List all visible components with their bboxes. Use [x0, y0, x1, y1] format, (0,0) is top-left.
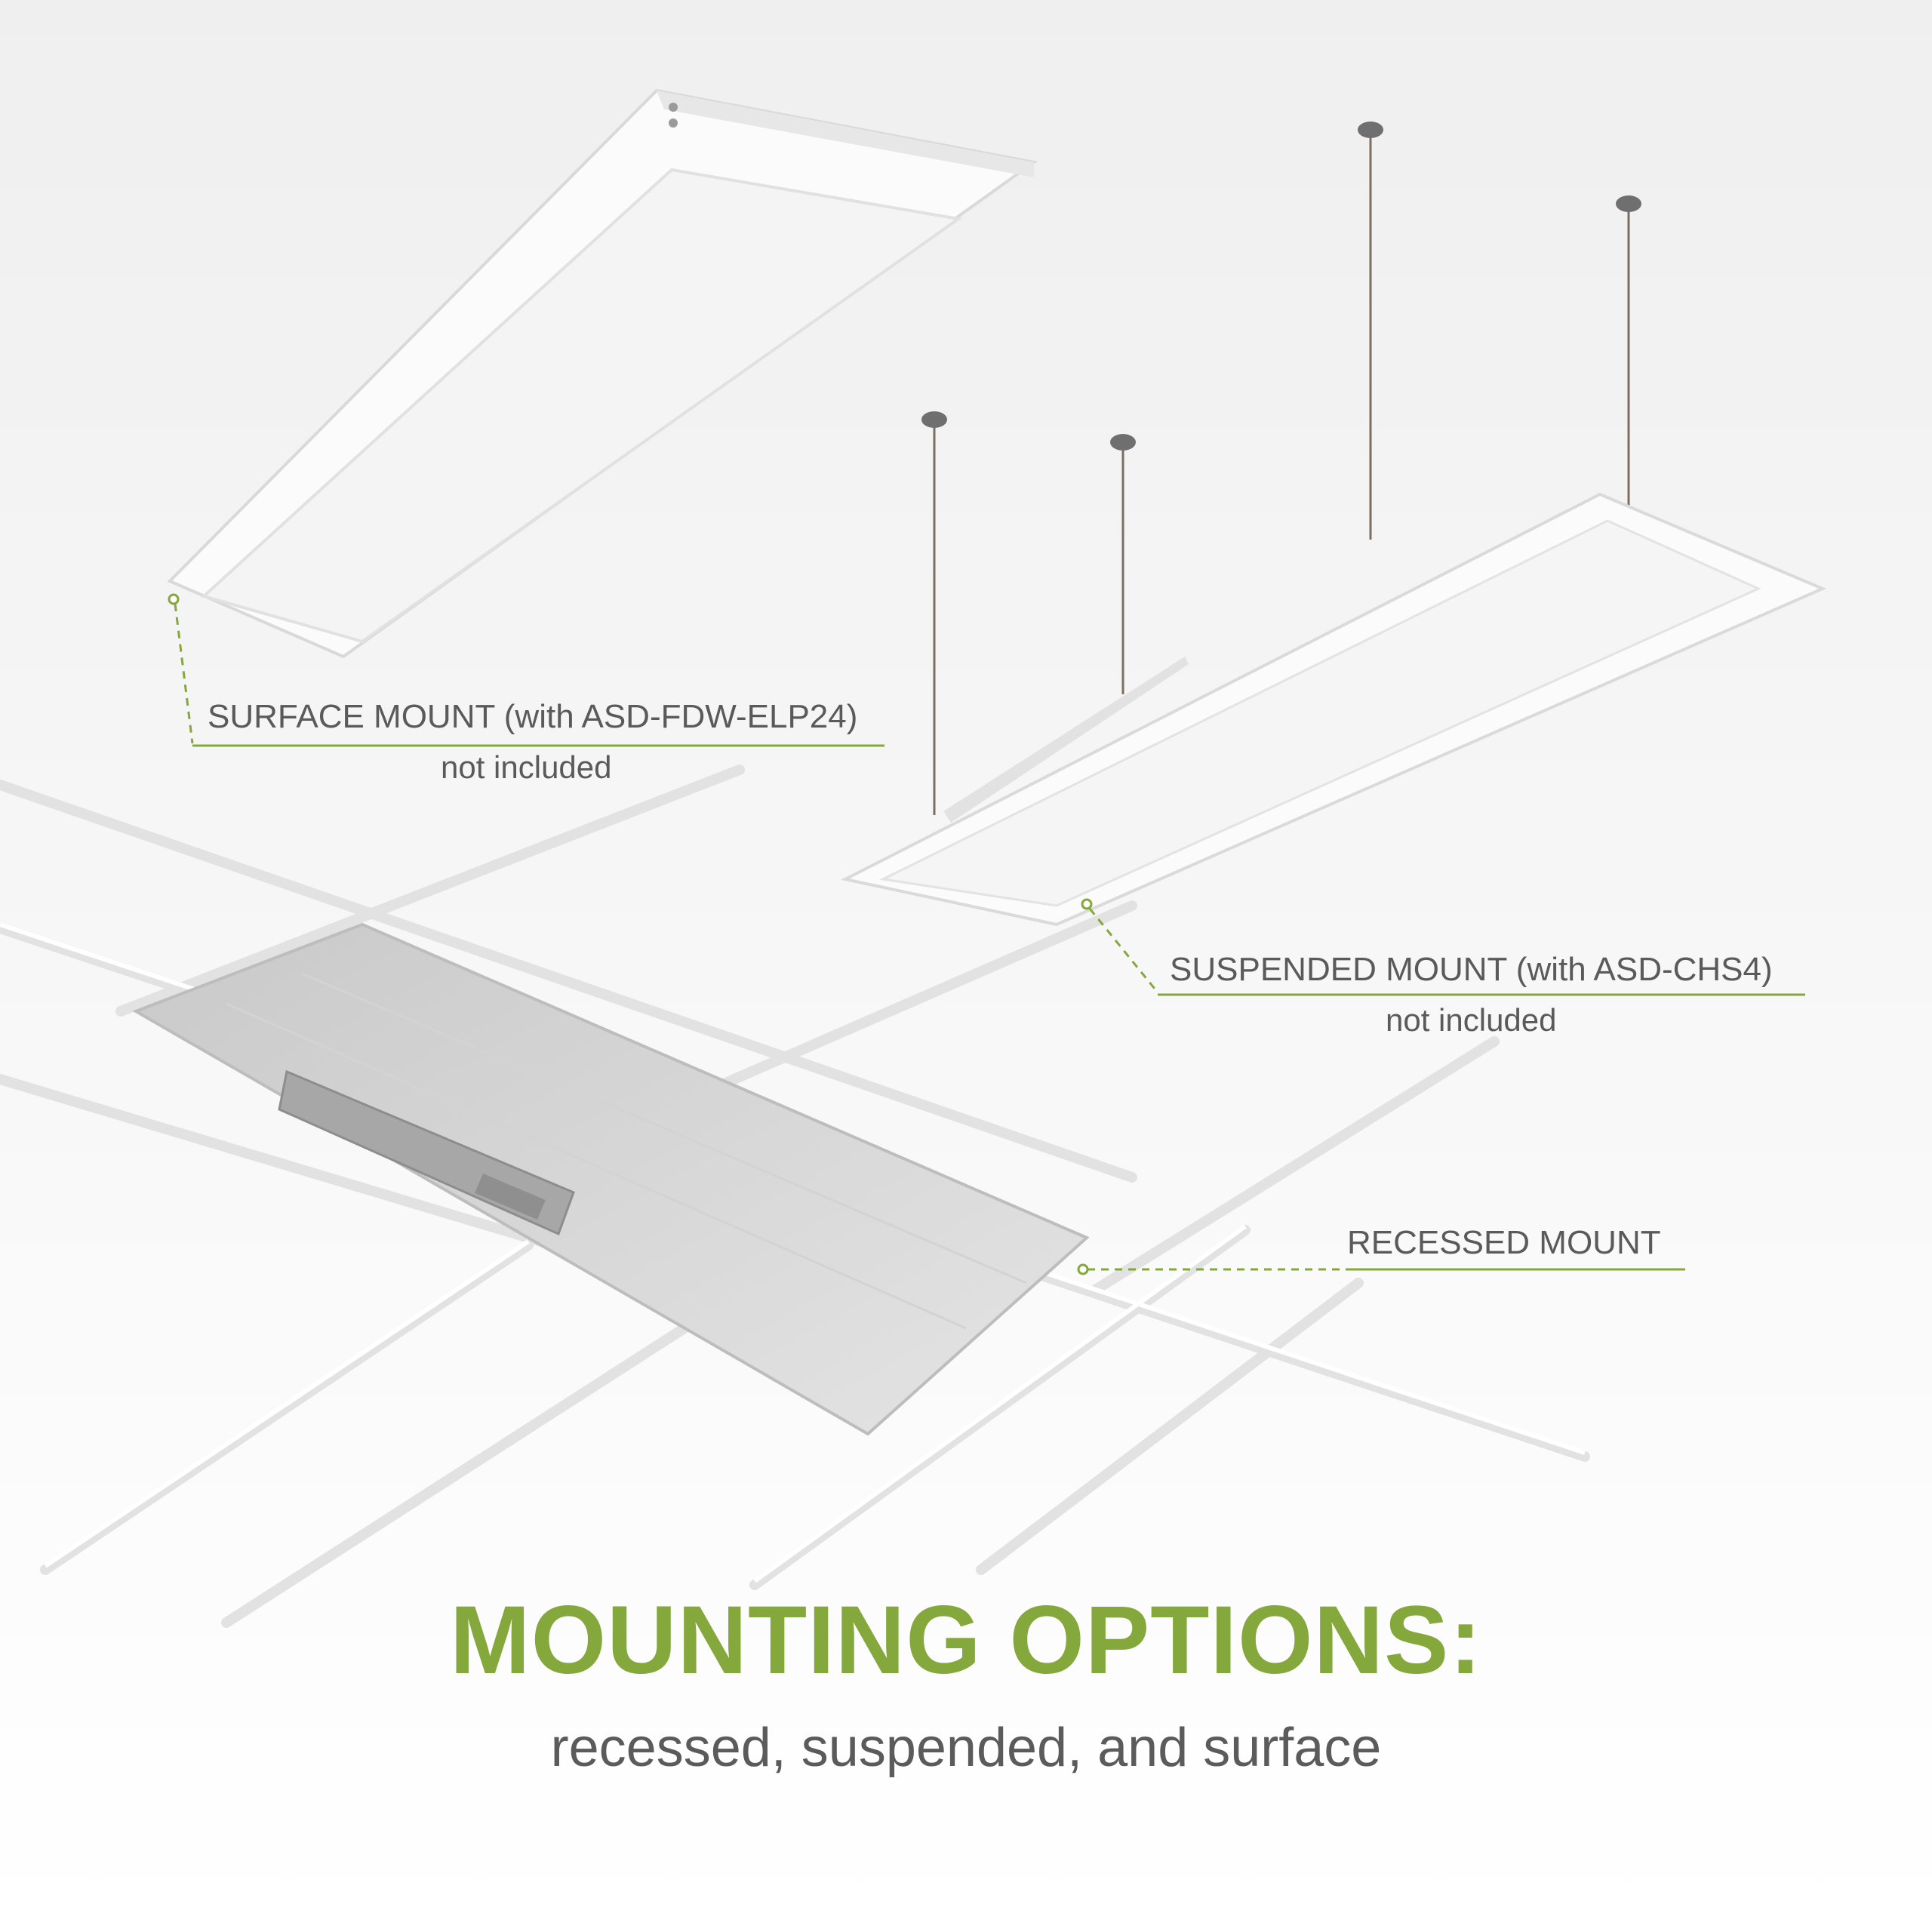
surface-callout-leader — [168, 593, 884, 747]
recessed-callout-leader — [1077, 1263, 1685, 1275]
suspended-mount-note: not included — [1386, 1002, 1557, 1038]
suspended-mount-panel — [841, 122, 1827, 927]
recessed-panel — [132, 922, 1090, 1436]
surface-mount-note: not included — [441, 749, 612, 785]
suspended-mount-label: SUSPENDED MOUNT (with ASD-CHS4) — [1170, 951, 1773, 988]
recessed-mount-label: RECESSED MOUNT — [1347, 1224, 1661, 1261]
surface-mount-label: SURFACE MOUNT (with ASD-FDW-ELP24) — [208, 698, 858, 735]
suspended-callout-dot — [1081, 898, 1093, 910]
page-title: MOUNTING OPTIONS: — [449, 1586, 1483, 1694]
page-subtitle: recessed, suspended, and surface — [550, 1718, 1382, 1778]
ceiling-anchors — [921, 122, 1641, 451]
recessed-callout-dot — [1077, 1263, 1089, 1275]
suspended-callout-leader — [1081, 898, 1805, 996]
suspension-cables — [933, 132, 1630, 815]
surface-callout-dot — [168, 593, 180, 605]
surface-mount-panel — [167, 88, 1038, 659]
